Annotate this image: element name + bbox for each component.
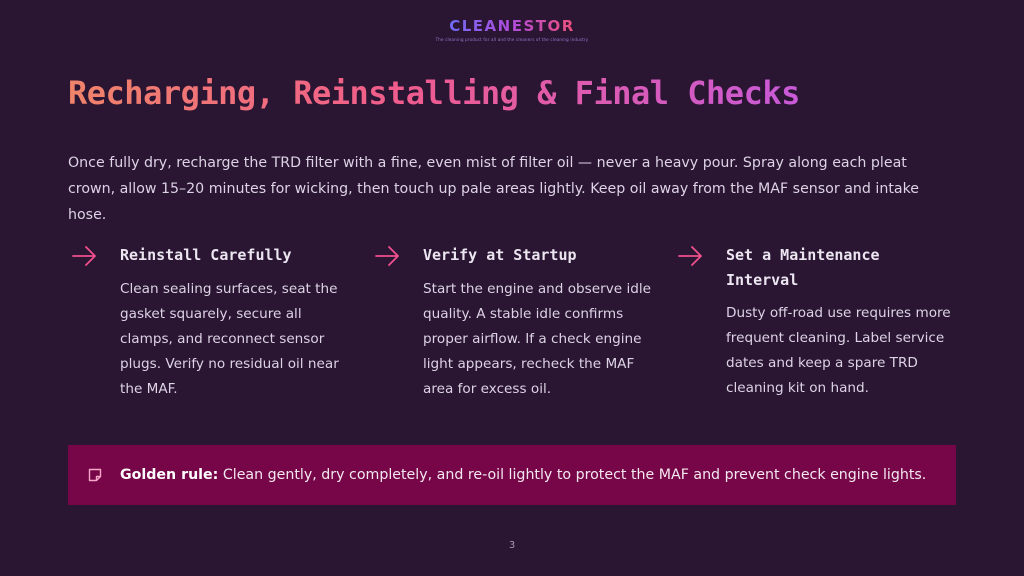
note-icon [88,468,102,482]
page-title: Recharging, Reinstalling & Final Checks [68,74,800,112]
step-heading: Reinstall Carefully [120,246,292,264]
step-text: Dusty off-road use requires more frequen… [726,305,951,396]
brand-name: CLEANESTOR [449,17,575,35]
page-number: 3 [508,540,516,551]
step-text: Start the engine and observe idle qualit… [423,281,651,397]
step-heading: Set a Maintenance Interval [726,246,880,289]
callout-text: Golden rule: Clean gently, dry completel… [120,464,926,486]
arrow-right-icon [375,246,399,266]
steps-columns: Reinstall Carefully Clean sealing surfac… [68,243,958,433]
arrow-right-icon [72,246,96,266]
brand-tagline: The cleaning product for all and the cle… [435,37,589,42]
callout-label: Golden rule: [120,467,219,483]
step-heading: Verify at Startup [423,246,577,264]
intro-paragraph: Once fully dry, recharge the TRD filter … [68,155,920,223]
brand-logo: CLEANESTOR The cleaning product for all … [0,16,1024,42]
arrow-right-icon [678,246,702,266]
callout-body: Clean gently, dry completely, and re-oil… [218,467,927,483]
golden-rule-callout: Golden rule: Clean gently, dry completel… [68,445,956,505]
step-text: Clean sealing surfaces, seat the gasket … [120,281,339,397]
